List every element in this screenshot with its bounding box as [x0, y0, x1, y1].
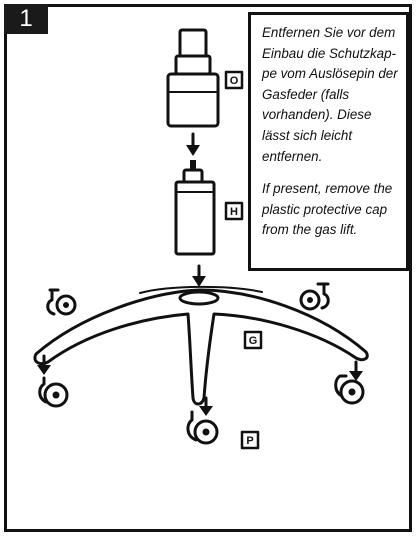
arrow-to-caster-bottom — [199, 396, 213, 416]
part-label-box-caster — [240, 430, 260, 450]
part-label-box-base — [243, 330, 263, 350]
arrow-cap-to-lift — [186, 132, 200, 156]
gas-lift-illustration — [174, 160, 216, 256]
part-label-box-gas-lift — [224, 201, 244, 221]
step-frame — [4, 4, 412, 532]
step-number-badge: 1 — [4, 4, 48, 34]
caster-right — [334, 374, 365, 405]
part-label-box-cap — [224, 70, 244, 90]
part-label-gas-lift: H — [230, 206, 238, 218]
chair-base-illustration — [33, 285, 369, 406]
arrow-to-caster-left — [37, 354, 51, 375]
instruction-callout: Entfernen Sie vor dem Einbau die Schutzk… — [248, 12, 409, 271]
part-label-cap: O — [230, 75, 239, 87]
caster-top-right — [299, 282, 330, 311]
arrow-lift-to-base — [192, 264, 206, 287]
part-label-base: G — [249, 335, 258, 347]
arrow-to-caster-right — [349, 360, 363, 381]
caster-bottom — [186, 410, 219, 445]
part-label-caster: P — [246, 435, 253, 447]
caster-top-left — [46, 288, 77, 316]
instruction-english: If present, remove the plastic protectiv… — [262, 181, 393, 238]
instruction-german: Entfernen Sie vor dem Einbau die Schutzk… — [262, 25, 398, 164]
caster-left — [38, 376, 69, 408]
protective-cap-illustration — [166, 28, 220, 128]
